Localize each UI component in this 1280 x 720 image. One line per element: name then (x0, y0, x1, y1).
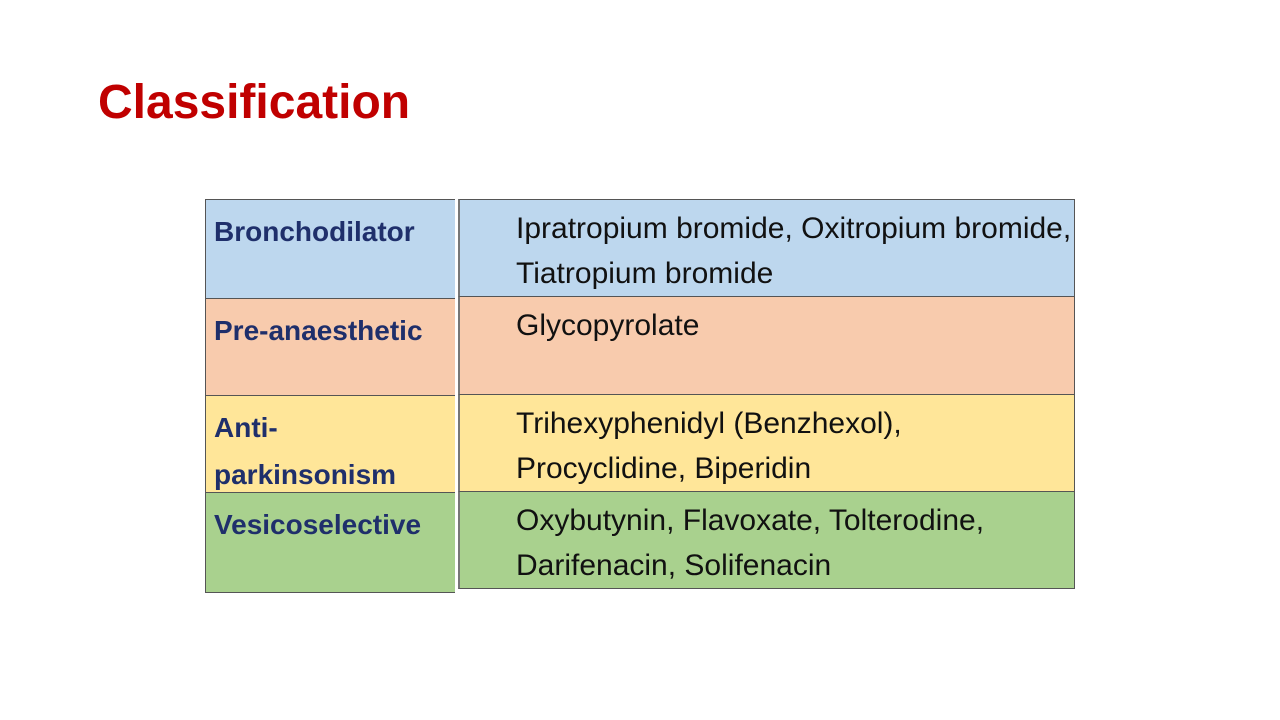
drugs-pre-anaesthetic: Glycopyrolate (458, 297, 1075, 395)
category-bronchodilator: Bronchodilator (205, 199, 455, 299)
slide-title: Classification (98, 76, 411, 129)
drugs-bronchodilator: Ipratropium bromide, Oxitropium bromide,… (458, 199, 1075, 297)
category-anti-parkinsonism: Anti-parkinsonism (205, 396, 455, 493)
category-vesicoselective: Vesicoselective (205, 493, 455, 593)
category-pre-anaesthetic: Pre-anaesthetic (205, 299, 455, 396)
drugs-vesicoselective: Oxybutynin, Flavoxate, Tolterodine, Dari… (458, 492, 1075, 589)
drugs-anti-parkinsonism: Trihexyphenidyl (Benzhexol), Procyclidin… (458, 395, 1075, 492)
